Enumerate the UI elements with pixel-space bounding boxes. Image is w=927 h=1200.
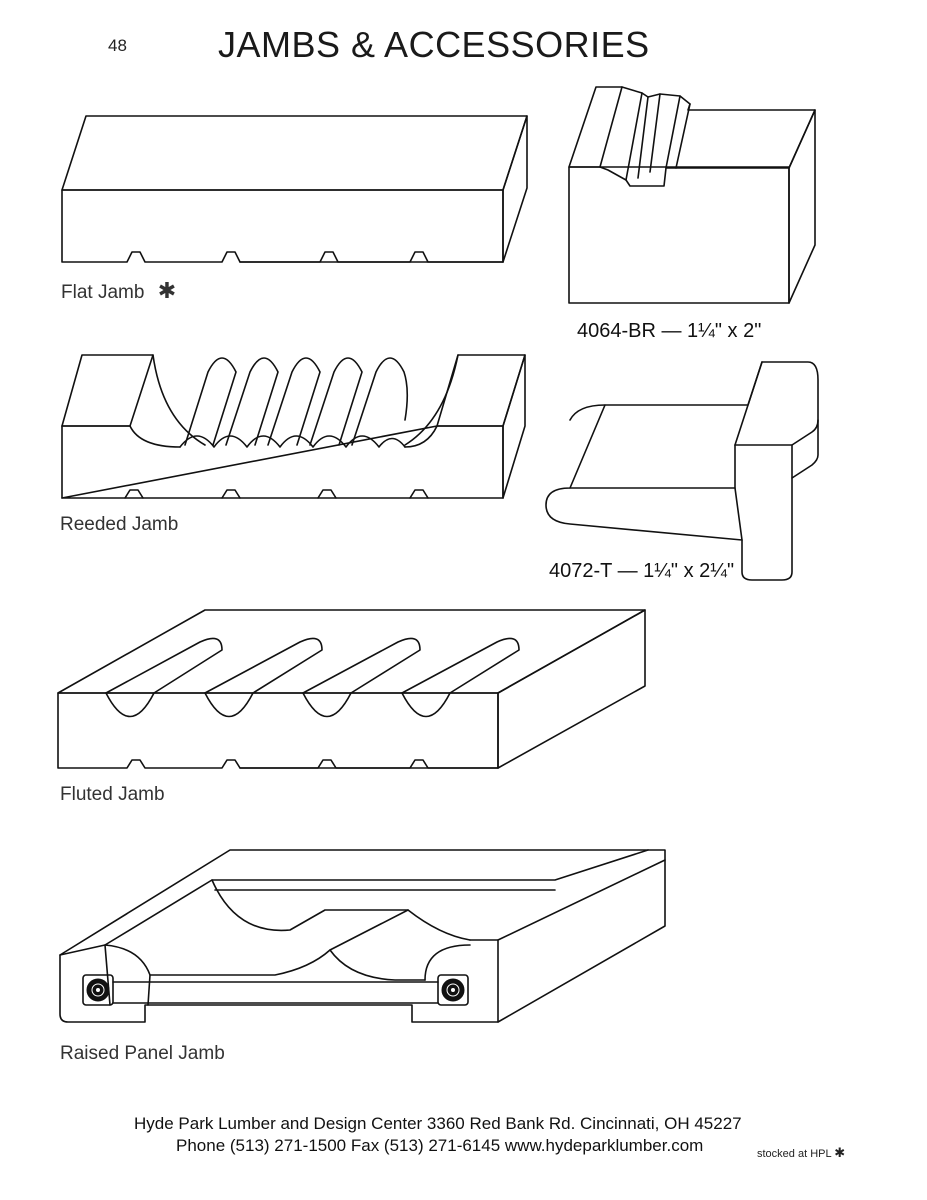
- stocked-marker-icon: ✱: [157, 278, 177, 303]
- page-number: 48: [108, 36, 127, 55]
- stocked-note: stocked at HPL ✱: [757, 1145, 846, 1160]
- weatherstrip-right-icon: [441, 978, 465, 1002]
- 4064-br-label: 4064-BR — 1¼" x 2": [577, 320, 762, 342]
- page-title: JAMBS & ACCESSORIES: [218, 24, 650, 65]
- fluted-jamb-drawing: [57, 609, 646, 769]
- fluted-jamb-label: Fluted Jamb: [60, 784, 165, 805]
- reeded-jamb-label: Reeded Jamb: [60, 514, 179, 535]
- weatherstrip-left-icon: [86, 978, 110, 1002]
- footer-contact: Phone (513) 271-1500 Fax (513) 271-6145 …: [176, 1136, 704, 1155]
- flat-jamb-label: Flat Jamb ✱: [61, 278, 177, 303]
- raised-panel-jamb-label: Raised Panel Jamb: [60, 1043, 225, 1064]
- reeded-jamb-drawing: [61, 354, 526, 499]
- footer-address: Hyde Park Lumber and Design Center 3360 …: [134, 1114, 742, 1133]
- raised-panel-jamb-drawing: [59, 849, 666, 1023]
- flat-jamb-drawing: [61, 115, 528, 263]
- 4064-br-drawing: [568, 86, 816, 304]
- 4072-t-label: 4072-T — 1¼" x 2¼": [549, 560, 735, 582]
- stocked-marker-icon: ✱: [834, 1145, 846, 1160]
- 4072-t-drawing: [545, 361, 819, 581]
